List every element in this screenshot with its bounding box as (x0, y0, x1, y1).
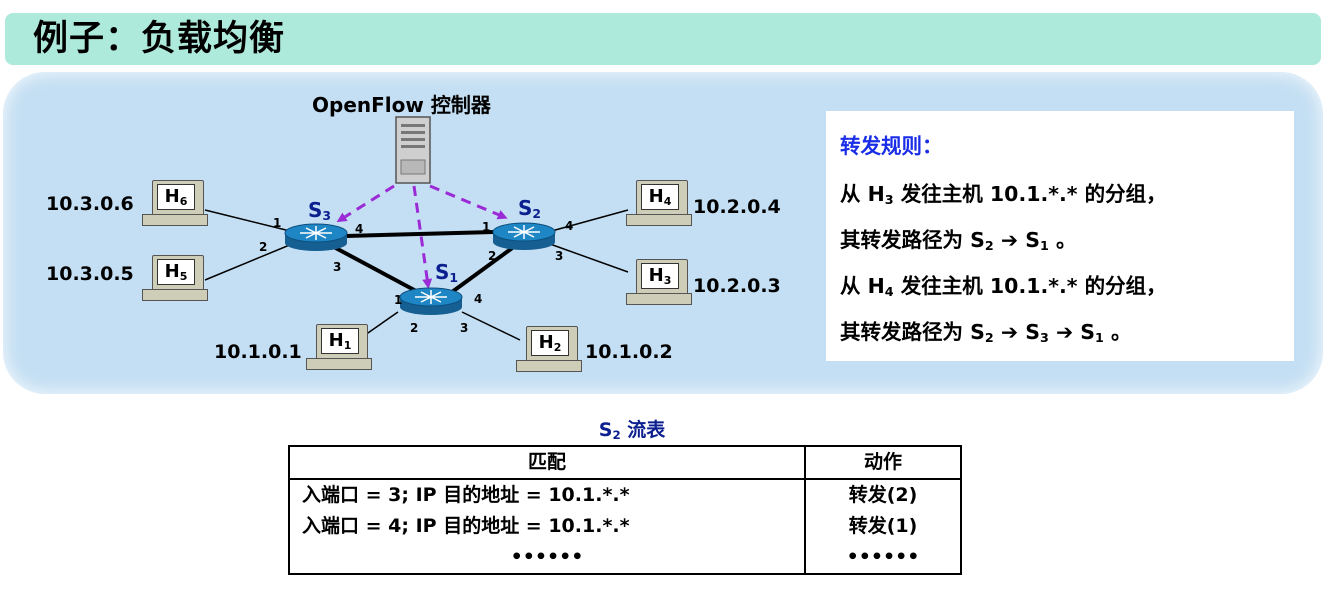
host-base (142, 214, 208, 226)
title-bar: 例子：负载均衡 (5, 13, 1321, 65)
rule-line-1: 从 H3 发往主机 10.1.*.* 的分组， (840, 182, 1167, 208)
match-cell: 入端口 = 4; IP 目的地址 = 10.1.*.* (288, 511, 806, 542)
host-h3-icon: H3 (636, 259, 688, 295)
host-h4-icon: H4 (636, 180, 688, 216)
host-base (306, 358, 372, 370)
host-ip-h5: 10.3.0.5 (46, 263, 134, 285)
link-h6-s3 (204, 209, 291, 232)
page-title: 例子：负载均衡 (33, 19, 286, 59)
host-base (626, 214, 692, 226)
host-h6-icon: H6 (152, 180, 204, 216)
controller-label: OpenFlow 控制器 (312, 93, 491, 117)
port-label: 4 (355, 222, 364, 236)
port-label: 4 (474, 292, 483, 306)
rule-line-3: 从 H4 发往主机 10.1.*.* 的分组， (840, 274, 1167, 300)
port-label: 1 (273, 216, 282, 230)
table-row: •••••• •••••• (288, 541, 962, 576)
table-row: 入端口 = 3; IP 目的地址 = 10.1.*.* 转发(2) (288, 479, 962, 512)
port-label: 3 (555, 249, 564, 263)
host-ip-h6: 10.3.0.6 (46, 193, 134, 215)
controller-server-icon (395, 116, 431, 184)
link-h2-s1 (461, 311, 521, 341)
switch-label-s2: S2 (518, 196, 542, 222)
host-ip-h2: 10.1.0.2 (585, 341, 673, 363)
switch-s2-icon (492, 222, 556, 250)
port-label: 2 (488, 249, 497, 263)
link-s3-s1 (331, 244, 419, 294)
host-ip-h3: 10.2.0.3 (693, 275, 781, 297)
rules-heading: 转发规则： (840, 134, 943, 158)
flow-table: 匹配 动作 入端口 = 3; IP 目的地址 = 10.1.*.* 转发(2) … (288, 444, 962, 576)
match-cell: 入端口 = 3; IP 目的地址 = 10.1.*.* (288, 479, 806, 512)
link-h5-s3 (204, 243, 293, 281)
flow-table-title: S2 流表 (598, 419, 666, 442)
link-s2-s1 (450, 244, 517, 294)
link-h1-s1 (364, 311, 399, 336)
port-label: 3 (333, 260, 342, 274)
host-base (626, 293, 692, 305)
port-label: 1 (482, 220, 491, 234)
port-label: 2 (410, 321, 419, 335)
switch-s3-icon (284, 223, 348, 251)
action-cell: •••••• (804, 541, 962, 576)
switch-s1-icon (399, 287, 463, 315)
host-h2-icon: H2 (526, 326, 578, 362)
link-h3-s2 (549, 243, 629, 273)
flow-table-header-row: 匹配 动作 (288, 444, 962, 481)
host-ip-h4: 10.2.0.4 (693, 196, 781, 218)
control-arrow-s2 (429, 184, 508, 220)
link-s3-s2 (345, 230, 495, 238)
table-row: 入端口 = 4; IP 目的地址 = 10.1.*.* 转发(1) (288, 511, 962, 542)
header-action: 动作 (804, 444, 962, 481)
header-match: 匹配 (288, 444, 806, 481)
action-cell: 转发(1) (804, 511, 962, 542)
switch-label-s1: S1 (435, 260, 459, 286)
rule-line-4: 其转发路径为 S2 ➔ S3 ➔ S1 。 (840, 320, 1132, 346)
host-base (516, 360, 582, 372)
link-h4-s2 (547, 209, 629, 233)
host-ip-h1: 10.1.0.1 (214, 341, 302, 363)
forwarding-rules-box: 转发规则： 从 H3 发往主机 10.1.*.* 的分组， 其转发路径为 S2 … (826, 111, 1294, 361)
control-arrow-s3 (336, 184, 395, 223)
action-cell: 转发(2) (804, 479, 962, 512)
host-h1-icon: H1 (316, 324, 368, 360)
switch-label-s3: S3 (308, 198, 332, 224)
port-label: 2 (259, 240, 268, 254)
host-h5-icon: H5 (152, 255, 204, 291)
port-label: 4 (565, 219, 574, 233)
port-label: 3 (460, 321, 469, 335)
rule-line-2: 其转发路径为 S2 ➔ S1 。 (840, 228, 1077, 254)
match-cell: •••••• (288, 541, 806, 576)
host-base (142, 289, 208, 301)
port-label: 1 (394, 293, 403, 307)
